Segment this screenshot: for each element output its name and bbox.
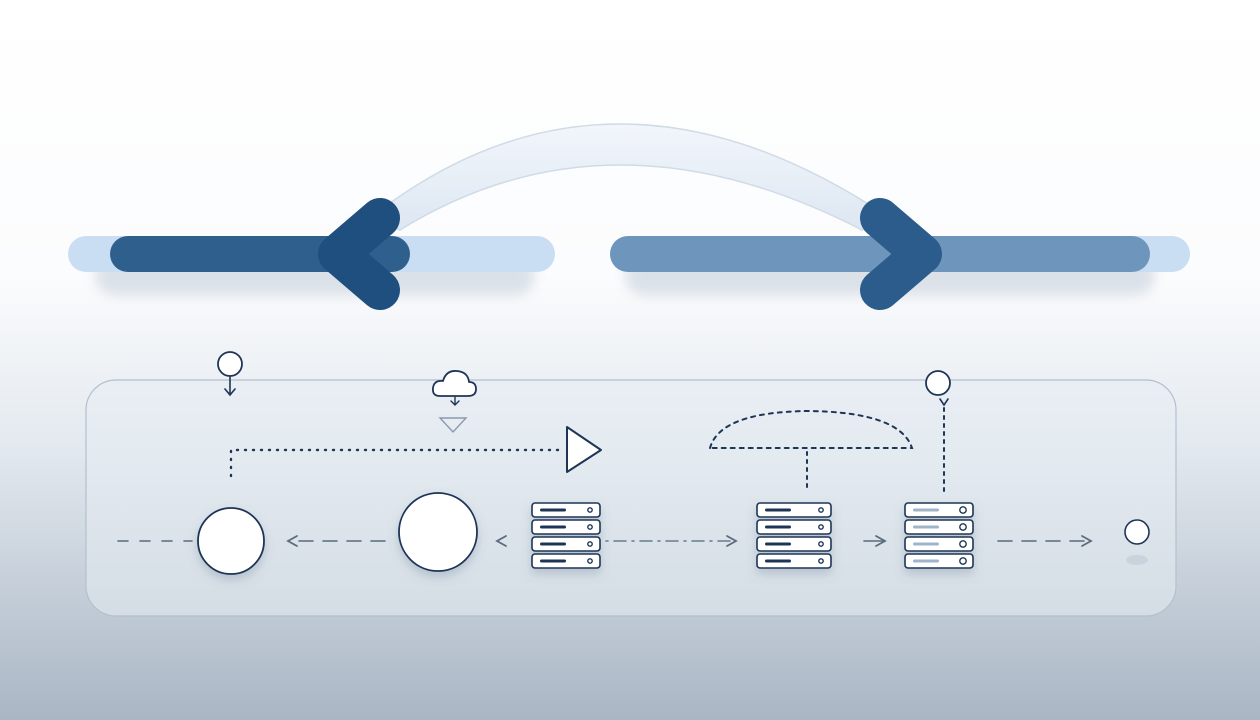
arrowhead-right-2 <box>875 535 887 547</box>
server-slot <box>765 525 791 529</box>
right-bar <box>610 236 1150 272</box>
location-pin-icon <box>217 351 243 397</box>
node-3-reflection <box>1126 555 1148 565</box>
location-pin-icon <box>925 370 951 407</box>
chevron-right-icon <box>860 198 942 310</box>
server-led <box>959 557 967 565</box>
server-slot <box>765 542 791 546</box>
server-led <box>959 506 967 514</box>
circle-node-2 <box>398 492 478 572</box>
server-unit <box>756 553 832 569</box>
server-led <box>587 541 593 547</box>
play-triangle-icon <box>566 426 602 473</box>
connectors <box>117 407 1093 547</box>
server-unit <box>756 502 832 518</box>
down-triangle-icon <box>438 417 468 434</box>
server-stack-icon <box>756 502 832 569</box>
arrowhead-left-1 <box>286 535 298 547</box>
server-led <box>587 524 593 530</box>
server-stack-icon <box>904 502 974 569</box>
server-slot <box>765 559 791 563</box>
server-led <box>959 523 967 531</box>
cloud-icon <box>431 370 477 406</box>
server-slot <box>765 508 791 512</box>
chevron-left-icon <box>318 198 400 310</box>
server-led <box>959 540 967 548</box>
arrowhead-right-1 <box>726 535 738 547</box>
server-slot <box>913 542 939 546</box>
top-arrows <box>68 123 1190 310</box>
server-slot <box>540 508 566 512</box>
connector-dotted-elbow <box>229 448 562 478</box>
circle-node-1 <box>197 507 265 575</box>
server-led <box>818 541 824 547</box>
server-slot <box>540 542 566 546</box>
server-led <box>818 524 824 530</box>
server-unit <box>756 536 832 552</box>
flow-panel <box>85 379 1177 617</box>
server-unit <box>756 519 832 535</box>
connector-dotted-dome <box>708 409 914 449</box>
server-led <box>587 507 593 513</box>
circle-node-3 <box>1124 519 1150 545</box>
server-slot <box>913 559 939 563</box>
server-led <box>587 558 593 564</box>
server-stacks <box>531 502 974 569</box>
server-slot <box>540 525 566 529</box>
connection-arc <box>368 123 892 231</box>
server-stack-icon <box>531 502 601 569</box>
server-slot <box>913 525 939 529</box>
server-slot <box>913 508 939 512</box>
server-led <box>818 507 824 513</box>
arrowhead-right-3 <box>1081 535 1093 547</box>
server-led <box>818 558 824 564</box>
server-slot <box>540 559 566 563</box>
arrowhead-left-2 <box>495 535 507 547</box>
